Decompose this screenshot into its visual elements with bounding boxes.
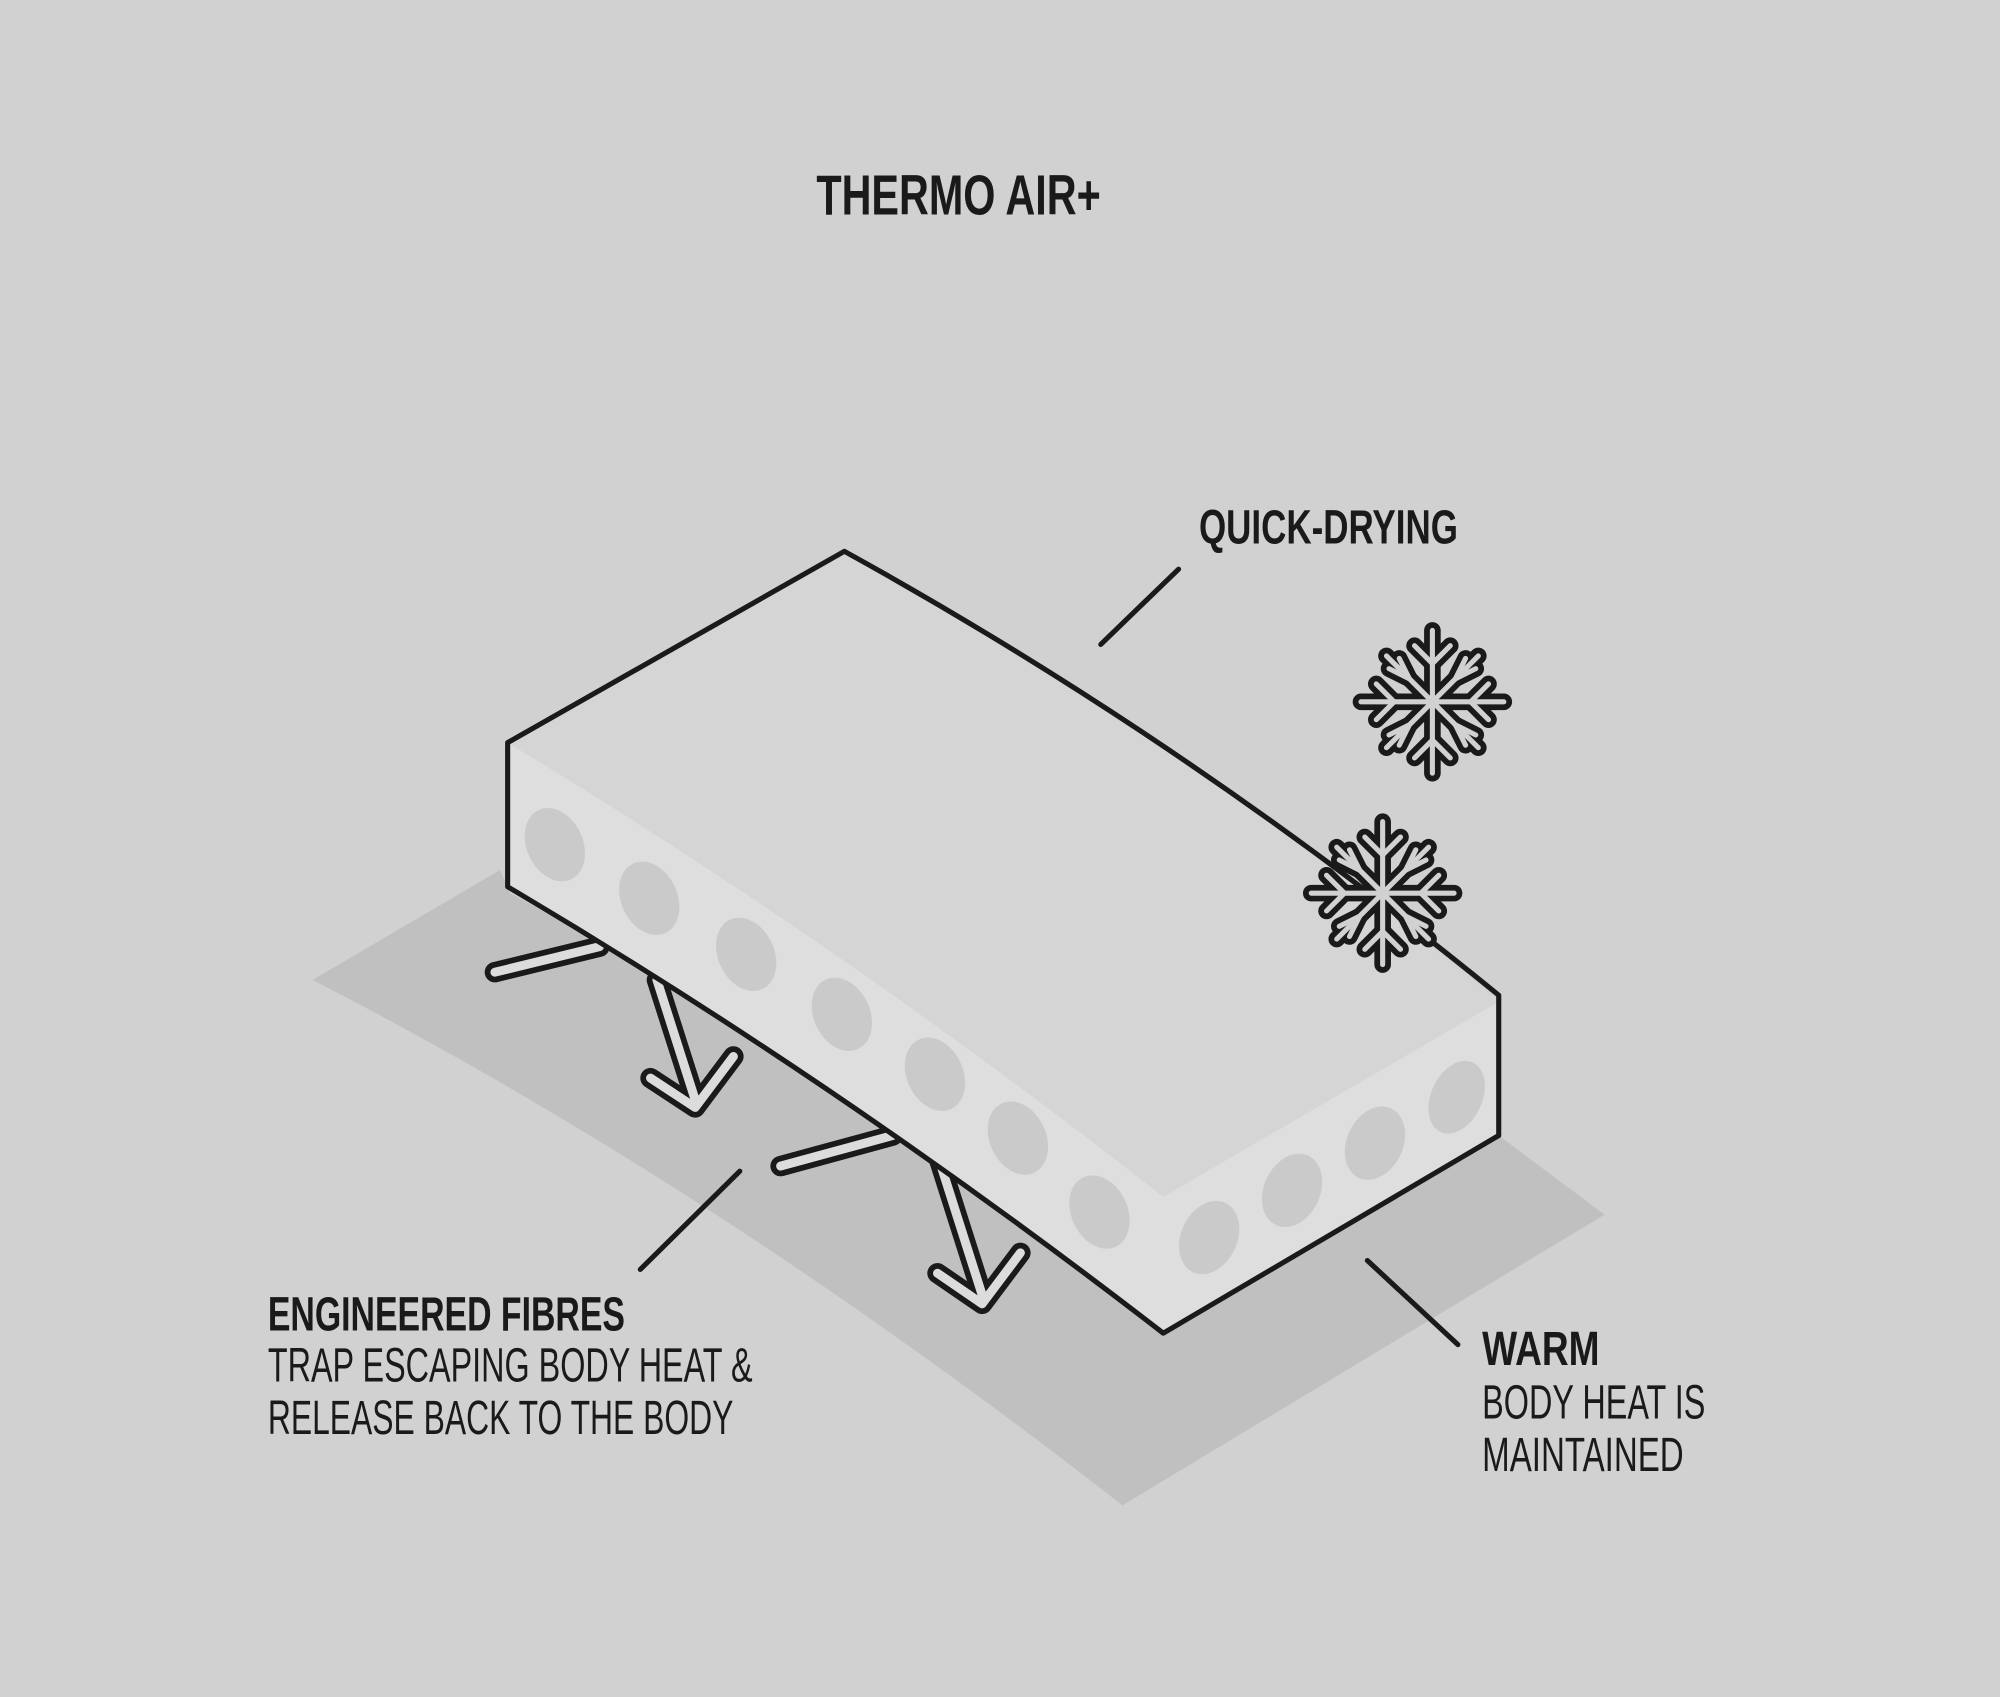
warm-leader-line <box>1364 1257 1461 1348</box>
engineered-fibres-leader-line <box>637 1168 743 1272</box>
engineered-fibres-heading: ENGINEERED FIBRES <box>268 1288 625 1342</box>
slab-top-face <box>507 551 1499 1197</box>
snowflake-icon <box>1361 630 1504 773</box>
quick-drying-heading: QUICK-DRYING <box>1199 501 1458 555</box>
quick-drying-leader-line <box>1098 566 1182 647</box>
warm-line: MAINTAINED <box>1482 1428 1684 1482</box>
engineered-fibres-line: RELEASE BACK TO THE BODY <box>268 1391 734 1445</box>
warm-heading: WARM <box>1482 1322 1599 1376</box>
fibre-holes <box>524 808 1485 1275</box>
page-title: THERMO AIR+ <box>816 164 1100 227</box>
snowflake-icon <box>1311 822 1454 965</box>
heat-arrows <box>484 936 1031 1315</box>
slab-outline <box>505 548 1502 1336</box>
engineered-fibres-line: TRAP ESCAPING BODY HEAT & <box>268 1339 753 1393</box>
warm-line: BODY HEAT IS <box>1482 1376 1705 1430</box>
slab-side-face <box>507 742 1499 1334</box>
